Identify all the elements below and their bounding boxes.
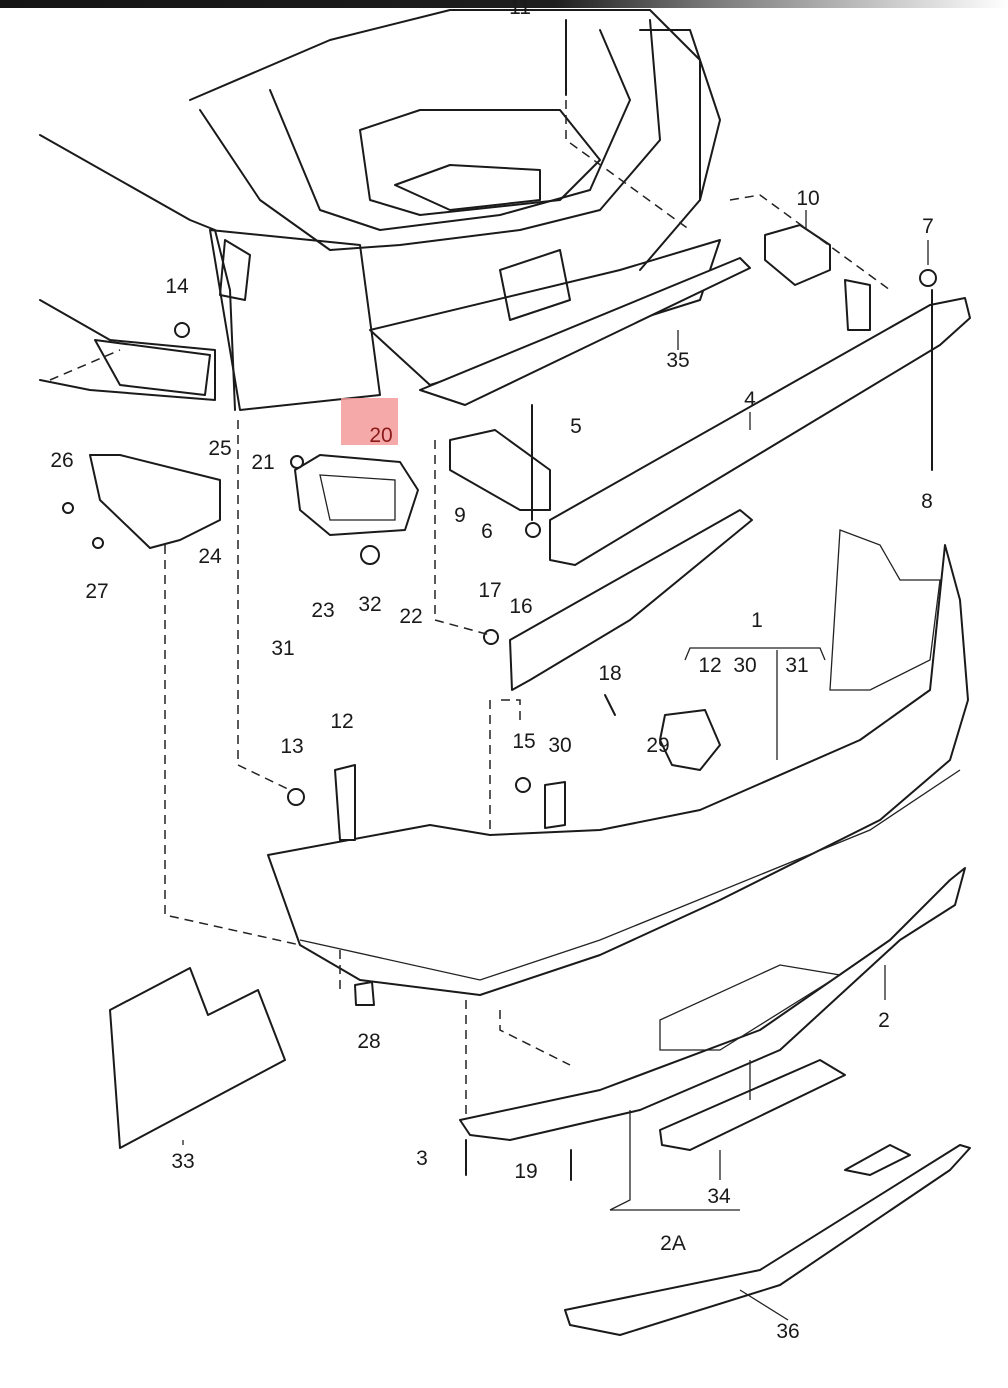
part-1-bumper-cover — [267, 544, 969, 996]
label-8: 8 — [921, 490, 933, 513]
label-27: 27 — [85, 580, 108, 603]
part-16-rail — [509, 509, 753, 691]
top-bar — [0, 0, 1008, 8]
label-2: 2 — [878, 1009, 890, 1032]
label-19: 19 — [514, 1160, 537, 1183]
label-11: 11 — [509, 0, 531, 19]
label-13: 13 — [280, 735, 303, 758]
part-9-bracket — [449, 429, 551, 511]
label-15: 15 — [512, 730, 535, 753]
label-28: 28 — [357, 1030, 380, 1053]
part-36-end — [844, 1144, 911, 1176]
label-35: 35 — [666, 349, 689, 372]
part-12-guide — [334, 764, 356, 841]
label-36: 36 — [776, 1320, 799, 1343]
label-5: 5 — [570, 415, 582, 438]
label-26: 26 — [50, 449, 73, 472]
label-16: 16 — [509, 595, 532, 618]
fasteners — [62, 19, 937, 1181]
label-10: 10 — [796, 187, 819, 210]
label-group-31: 31 — [785, 654, 808, 677]
part-10-bracket — [764, 224, 831, 286]
label-3: 3 — [416, 1147, 428, 1170]
label-18: 18 — [598, 662, 621, 685]
leader-lines — [49, 100, 929, 1321]
part-2-diffuser — [459, 867, 966, 1141]
label-31: 31 — [271, 637, 294, 660]
part-33-mat — [109, 967, 286, 1149]
label-9: 9 — [454, 504, 466, 527]
label-23: 23 — [311, 599, 334, 622]
label-21: 21 — [251, 451, 274, 474]
part-29-housing — [659, 709, 721, 771]
vehicle-body-shell — [39, 9, 721, 411]
part-10-side — [844, 279, 871, 331]
label-34: 34 — [707, 1185, 731, 1208]
label-25: 25 — [208, 437, 231, 460]
label-4: 4 — [744, 388, 756, 411]
label-29: 29 — [646, 734, 669, 757]
label-14: 14 — [165, 275, 189, 298]
highlight-box-part-20 — [341, 398, 398, 445]
label-24: 24 — [198, 545, 222, 568]
part-34-grille — [659, 1059, 846, 1151]
label-32: 32 — [358, 593, 381, 616]
label-group-30: 30 — [733, 654, 756, 677]
part-24-bracket — [89, 454, 221, 549]
part-35-strip — [419, 257, 751, 406]
label-30: 30 — [548, 734, 571, 757]
label-2A: 2A — [660, 1232, 686, 1255]
part-36-strip — [564, 1144, 971, 1336]
part-20-guide — [294, 454, 419, 536]
label-22: 22 — [399, 605, 422, 628]
label-7: 7 — [922, 215, 934, 238]
label-17: 17 — [478, 579, 501, 602]
part-28-clip — [354, 981, 375, 1006]
part-30-clip — [544, 781, 566, 829]
label-12: 12 — [330, 710, 353, 733]
label-group-12: 12 — [698, 654, 721, 677]
label-6: 6 — [481, 520, 493, 543]
part-4-bumper-carrier — [549, 297, 971, 566]
label-1: 1 — [751, 609, 763, 632]
label-33: 33 — [171, 1150, 194, 1173]
label-20-highlighted[interactable]: 20 — [369, 424, 392, 447]
part-labels: 11 10 7 14 35 4 5 20 26 25 21 9 6 8 24 2… — [50, 0, 934, 1343]
